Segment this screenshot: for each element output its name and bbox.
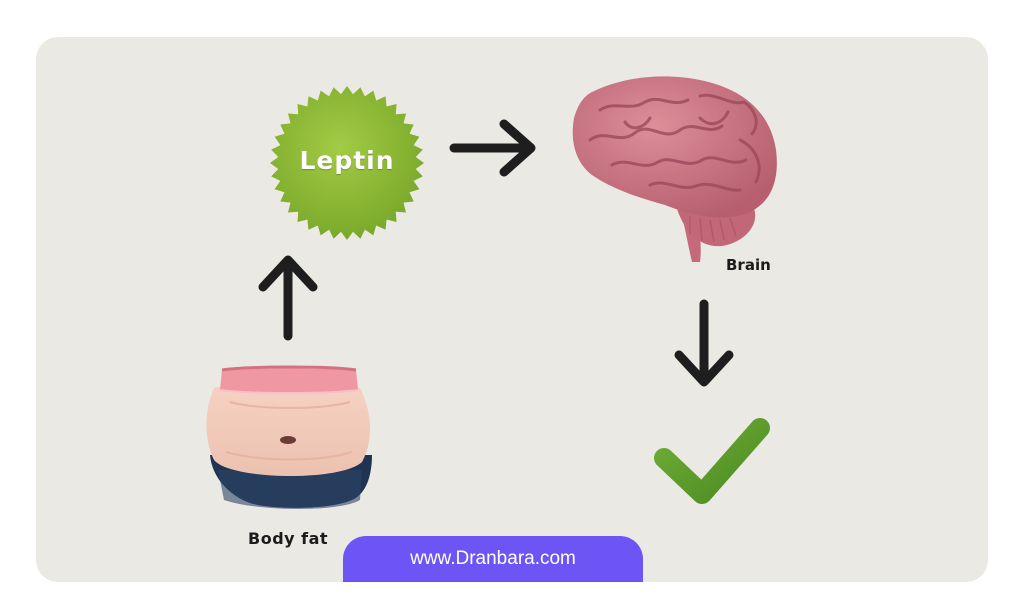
brain-icon xyxy=(572,76,777,262)
leptin-badge-icon xyxy=(270,86,424,240)
arrow-down-icon xyxy=(674,299,734,387)
arrow-right-icon xyxy=(449,119,536,177)
arrow-up-icon xyxy=(258,255,318,341)
website-link[interactable]: www.Dranbara.com xyxy=(410,548,576,569)
brain-label: Brain xyxy=(726,256,771,274)
website-banner[interactable]: www.Dranbara.com xyxy=(343,536,643,582)
belly-icon xyxy=(206,365,372,509)
leptin-label: Leptin xyxy=(299,146,395,175)
body-fat-label: Body fat xyxy=(248,529,329,548)
checkmark-icon xyxy=(654,418,770,504)
